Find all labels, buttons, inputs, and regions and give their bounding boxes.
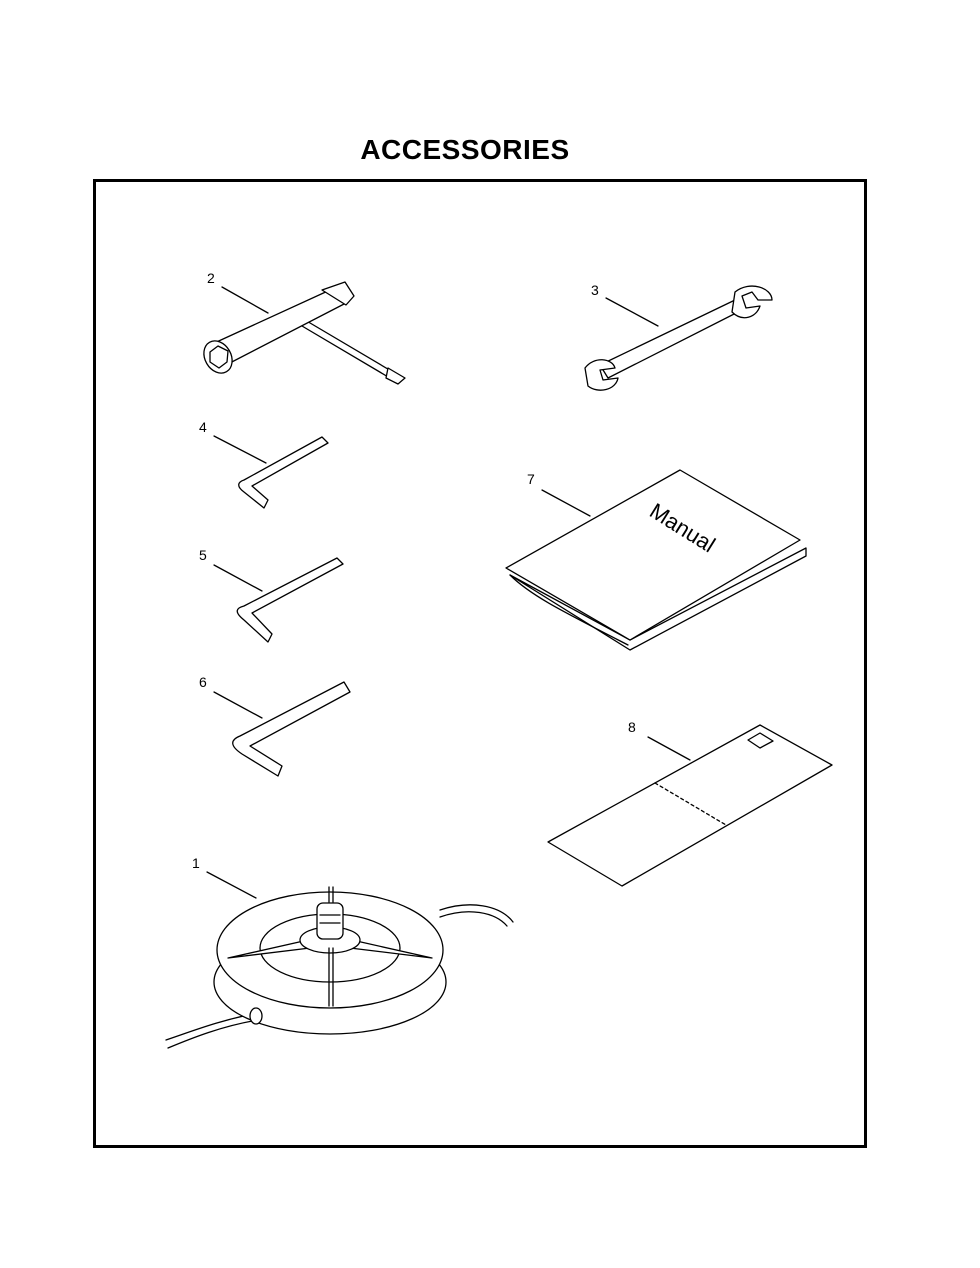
hex-key-medium-illustration: [213, 557, 344, 643]
callout-8: 8: [628, 719, 636, 735]
callout-2: 2: [207, 270, 215, 286]
page-title: ACCESSORIES: [360, 134, 570, 165]
manual-illustration: [505, 469, 807, 651]
callout-6: 6: [199, 674, 207, 690]
trimmer-head-illustration: [165, 871, 514, 1049]
hex-key-small-illustration: [213, 435, 329, 509]
callout-7: 7: [527, 471, 535, 487]
sheet-illustration: [547, 724, 833, 887]
callout-3: 3: [591, 282, 599, 298]
open-end-wrench-illustration: [584, 285, 773, 391]
diagram-frame: [93, 179, 867, 1148]
spark-plug-wrench-illustration: [203, 281, 406, 385]
callout-5: 5: [199, 547, 207, 563]
hex-key-large-illustration: [213, 681, 351, 777]
callout-1: 1: [192, 855, 200, 871]
callout-4: 4: [199, 419, 207, 435]
